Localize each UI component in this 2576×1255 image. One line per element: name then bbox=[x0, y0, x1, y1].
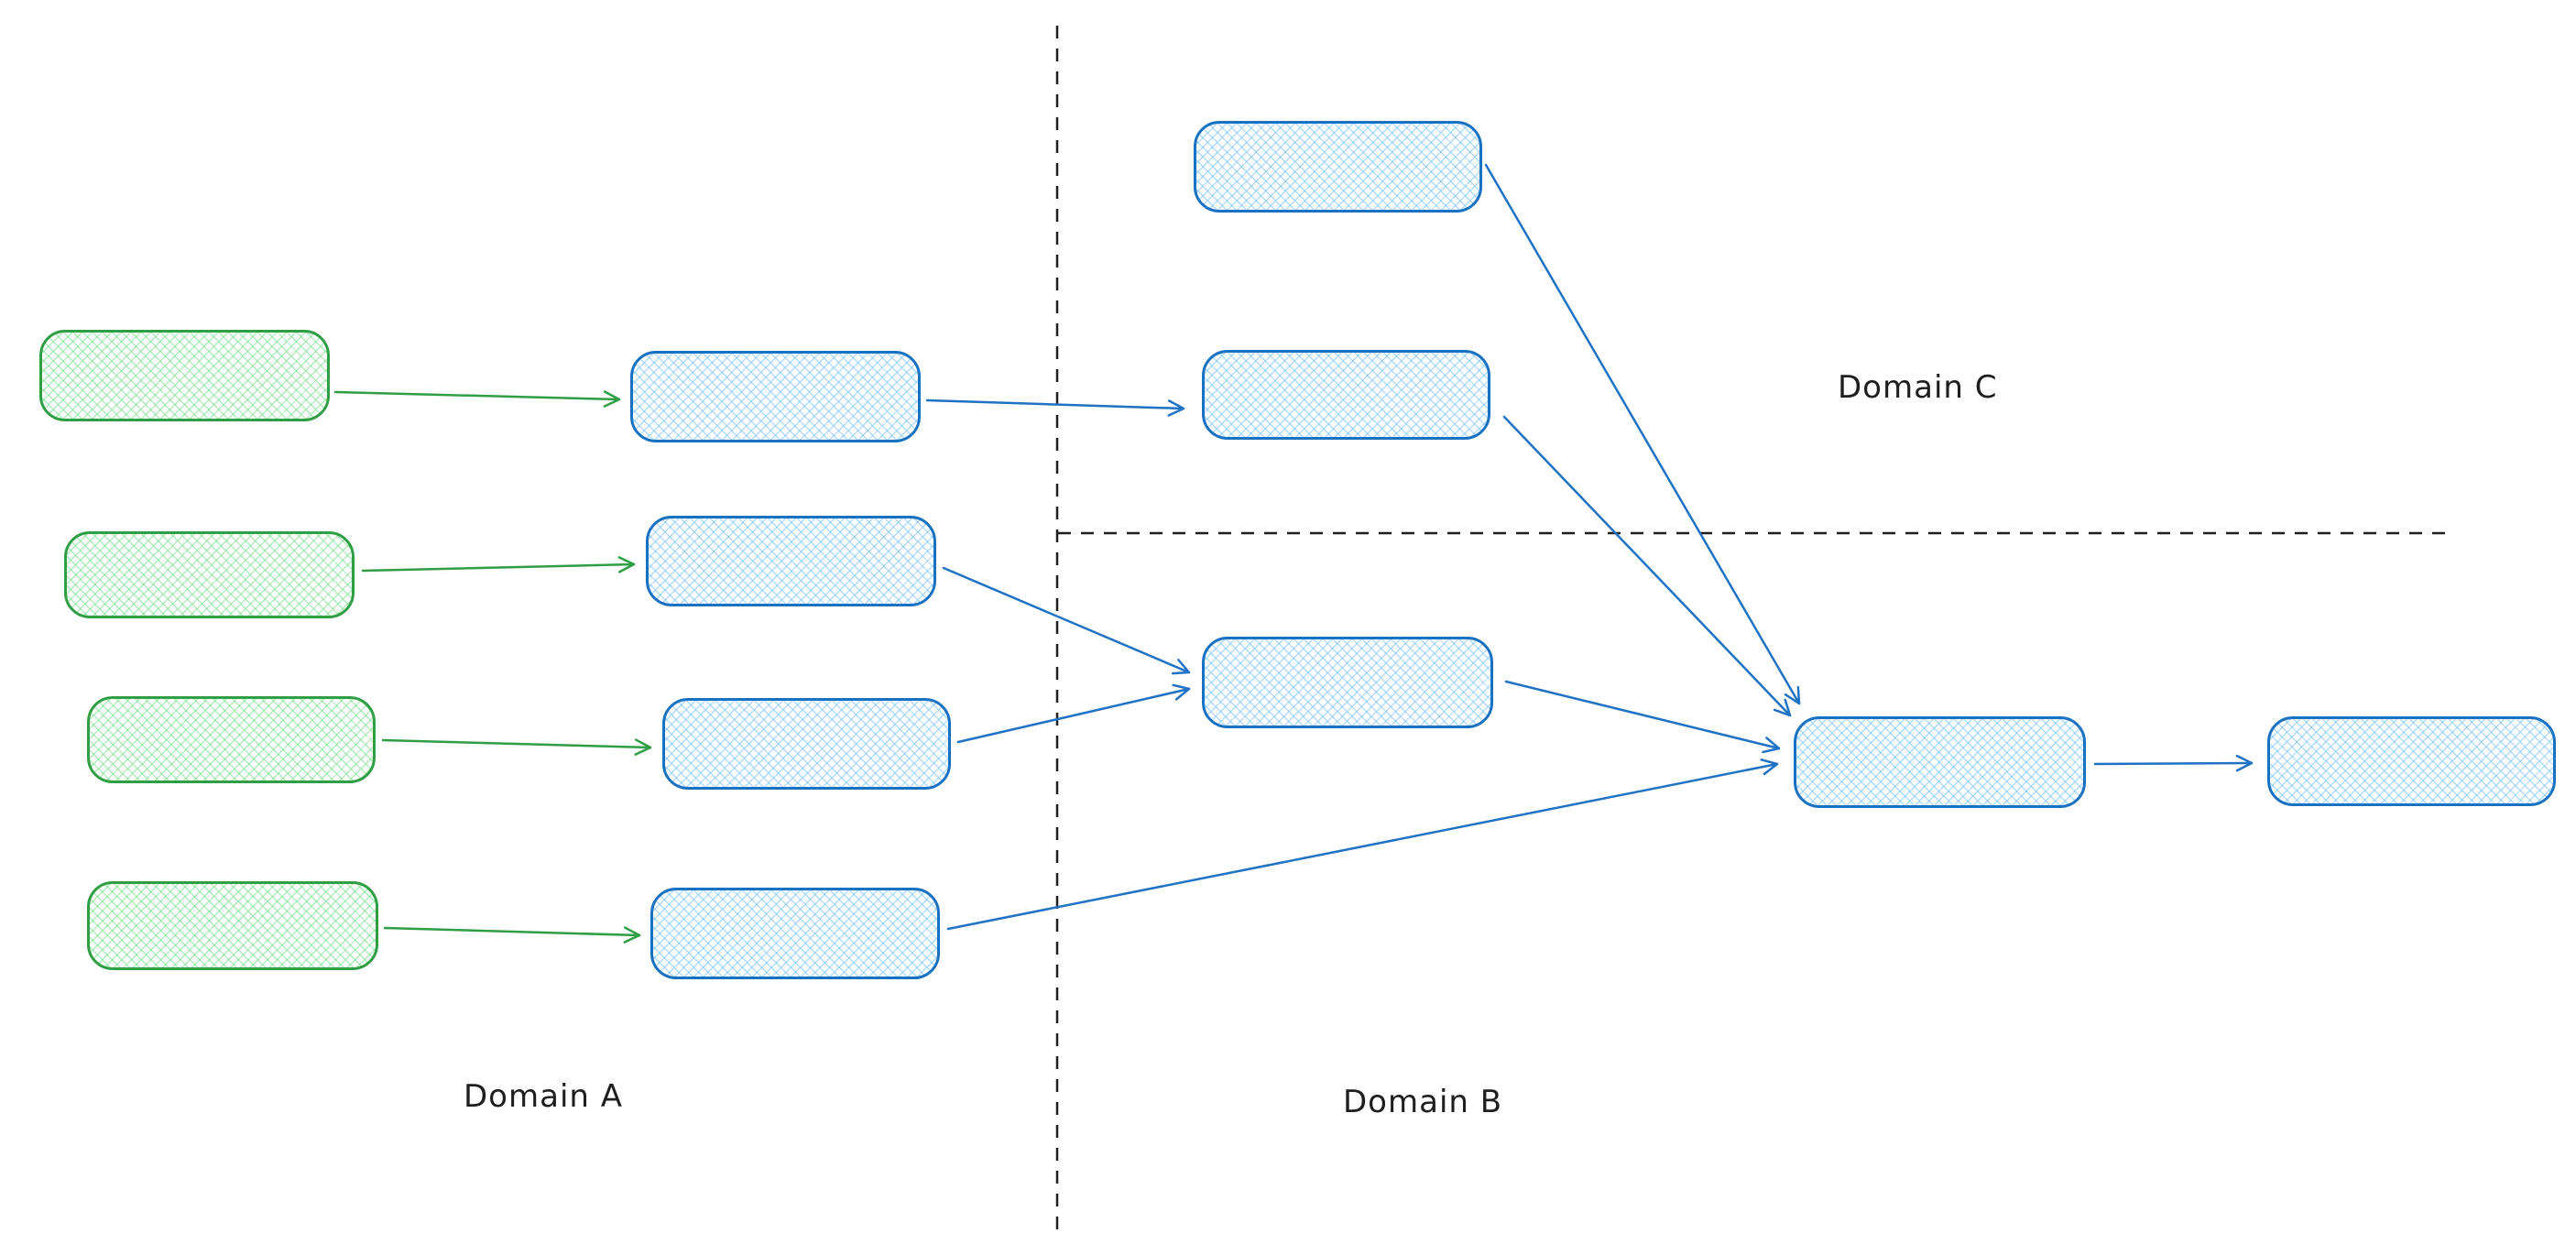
domain-b-end-node[interactable] bbox=[2267, 716, 2556, 806]
arrow-green-1[interactable] bbox=[333, 390, 621, 408]
arrow-blue1-to-c2[interactable] bbox=[925, 398, 1185, 417]
arrow-green-3[interactable] bbox=[381, 738, 652, 756]
domain-separators bbox=[1055, 26, 2446, 1234]
domain-a-blue-node-1[interactable] bbox=[630, 351, 921, 442]
domain-c-node-2[interactable] bbox=[1202, 350, 1490, 440]
domain-a-green-source-2[interactable] bbox=[64, 531, 355, 618]
arrow-blue2-to-b1[interactable] bbox=[942, 566, 1191, 675]
arrow-c1-to-hub[interactable] bbox=[1484, 163, 1801, 705]
arrow-connectors bbox=[333, 163, 2254, 944]
domain-a-blue-node-4[interactable] bbox=[650, 888, 940, 979]
domain-a-green-source-4[interactable] bbox=[87, 881, 378, 970]
arrow-hub-to-end[interactable] bbox=[2093, 754, 2254, 772]
domain-a-green-source-1[interactable] bbox=[39, 330, 330, 421]
arrow-green-4[interactable] bbox=[383, 926, 641, 944]
domain-b-node-1[interactable] bbox=[1202, 637, 1493, 728]
arrow-green-2[interactable] bbox=[361, 556, 636, 573]
arrow-c2-to-hub[interactable] bbox=[1502, 415, 1792, 717]
domain-c-node-1[interactable] bbox=[1194, 121, 1482, 213]
arrow-blue4-to-hub[interactable] bbox=[946, 758, 1779, 931]
arrow-b1-to-hub[interactable] bbox=[1504, 680, 1781, 754]
domain-b-hub-node[interactable] bbox=[1794, 716, 2086, 808]
domain-a-blue-node-2[interactable] bbox=[646, 516, 936, 606]
domain-b-label[interactable]: Domain B bbox=[1343, 1084, 1503, 1120]
domain-a-blue-node-3[interactable] bbox=[662, 698, 951, 790]
domain-a-green-source-3[interactable] bbox=[87, 696, 376, 783]
arrow-blue3-to-b1[interactable] bbox=[956, 683, 1191, 744]
domain-c-label[interactable]: Domain C bbox=[1838, 369, 1998, 406]
domain-a-label[interactable]: Domain A bbox=[464, 1078, 623, 1115]
